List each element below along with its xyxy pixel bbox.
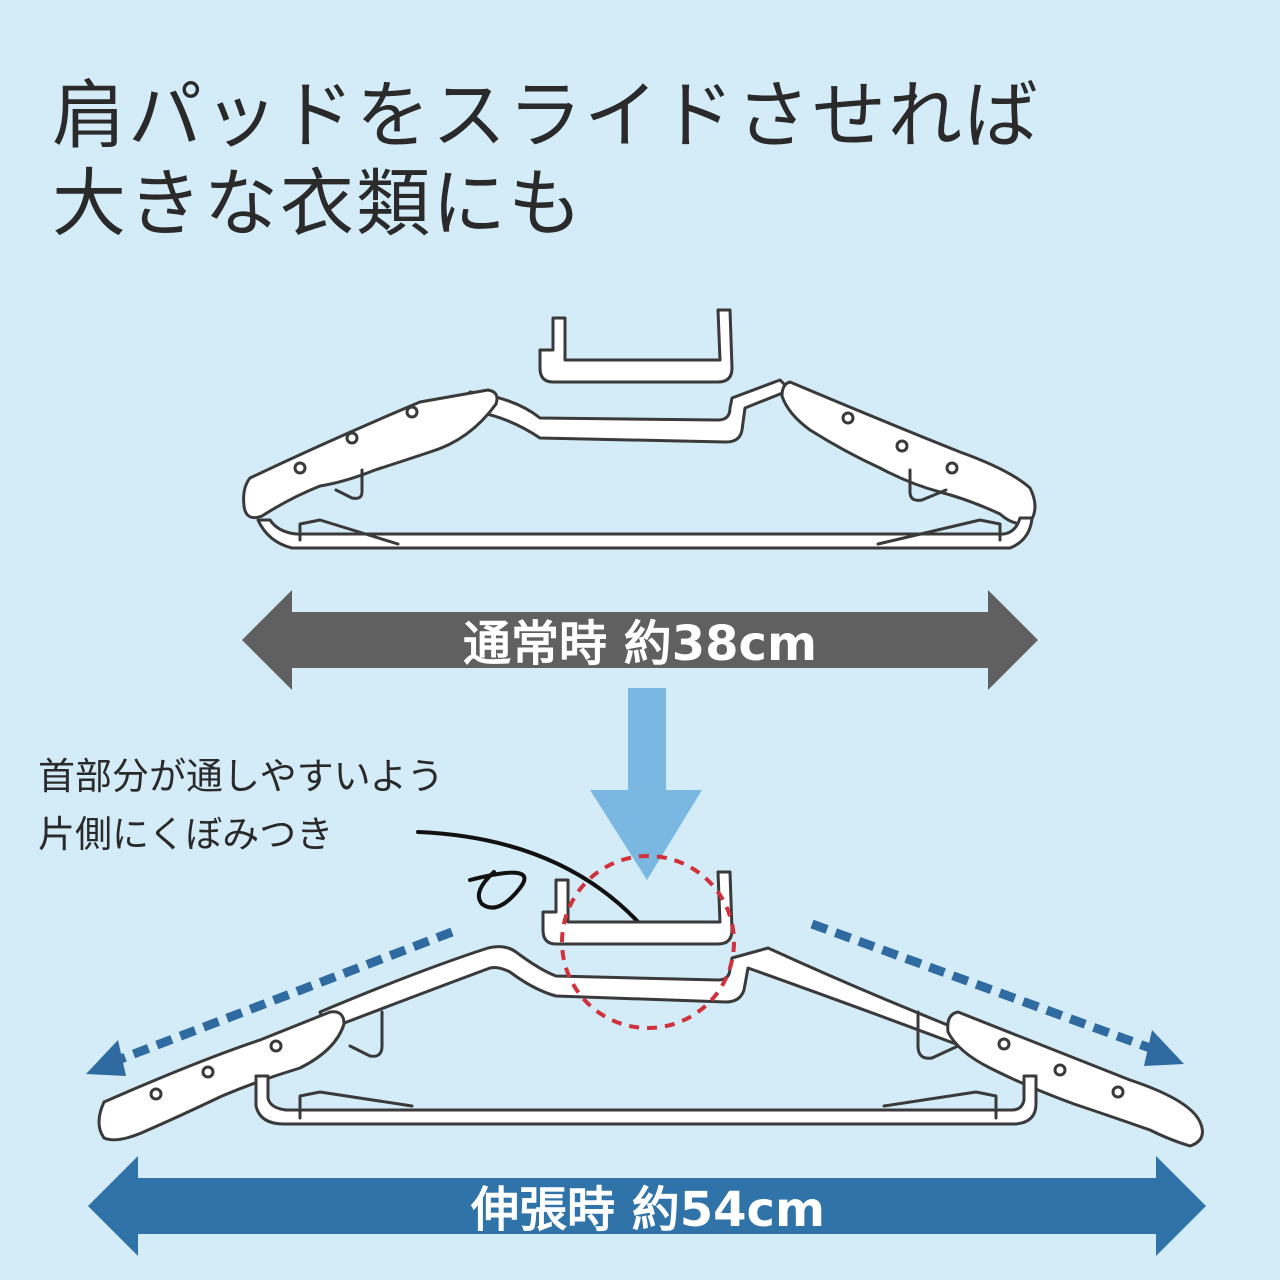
right-exp-pad-dot-1	[997, 1037, 1011, 1051]
right-exp-pad-dot-2	[1053, 1063, 1067, 1077]
hanger-expanded	[97, 870, 1204, 1148]
hanger-normal-right-pad	[780, 380, 1037, 526]
left-pad-dot-1	[293, 461, 307, 475]
neck-notch-highlight-circle	[560, 854, 736, 1030]
right-exp-pad-dot-3	[1111, 1085, 1125, 1099]
left-pad-dot-3	[405, 405, 419, 419]
callout-leader-line	[416, 830, 642, 926]
hanger-expanded-right-pad	[946, 1010, 1204, 1148]
left-pad-dot-2	[345, 431, 359, 445]
neck-notch-callout: 首部分が通しやすいよう 片側にくぼみつき	[38, 748, 444, 864]
hanger-expanded-hook	[541, 870, 734, 946]
hanger-normal-bar	[256, 516, 1034, 550]
hanger-expanded-right-bar-clip	[882, 1090, 998, 1120]
left-exp-pad-dot-3	[269, 1039, 283, 1053]
left-exp-pad-dot-2	[201, 1065, 215, 1079]
right-slide-arrow	[810, 919, 1184, 1066]
right-pad-dot-2	[895, 439, 909, 453]
headline-line-1: 肩パッドをスライドさせれば	[52, 73, 1040, 159]
right-pad-dot-1	[841, 411, 855, 425]
normal-width-arrow	[242, 590, 1038, 690]
left-slide-arrow	[86, 927, 454, 1076]
hanger-expanded-right-clip	[916, 1010, 960, 1060]
hanger-expanded-body	[318, 945, 962, 1046]
hanger-normal-right-bar-clip	[876, 518, 1002, 546]
hanger-expanded-left-clip	[348, 1010, 384, 1058]
right-pad-dot-3	[945, 461, 959, 475]
hanger-normal-right-clip	[908, 468, 948, 502]
hanger-normal-left-pad	[242, 388, 499, 520]
hanger-normal-body	[468, 378, 792, 444]
down-arrow	[590, 688, 702, 880]
hanger-normal-left-bar-clip	[298, 518, 400, 546]
expanded-width-label: 伸張時 約54cm	[470, 1182, 825, 1238]
callout-line-2: 片側にくぼみつき	[38, 813, 334, 856]
left-exp-pad-dot-1	[149, 1087, 163, 1101]
hanger-normal-left-clip	[334, 468, 364, 500]
hanger-normal	[242, 308, 1037, 550]
expanded-width-arrow	[88, 1156, 1206, 1256]
hanger-normal-hook	[538, 308, 734, 384]
headline-line-2: 大きな衣類にも	[52, 161, 584, 247]
normal-width-label: 通常時 約38cm	[463, 616, 817, 672]
hanger-expanded-left-bar-clip	[298, 1090, 414, 1120]
hanger-expanded-left-pad	[97, 1010, 346, 1142]
headline: 肩パッドをスライドさせれば 大きな衣類にも	[52, 72, 1040, 248]
hanger-expanded-bar	[254, 1074, 1038, 1126]
callout-line-1: 首部分が通しやすいよう	[38, 755, 444, 798]
